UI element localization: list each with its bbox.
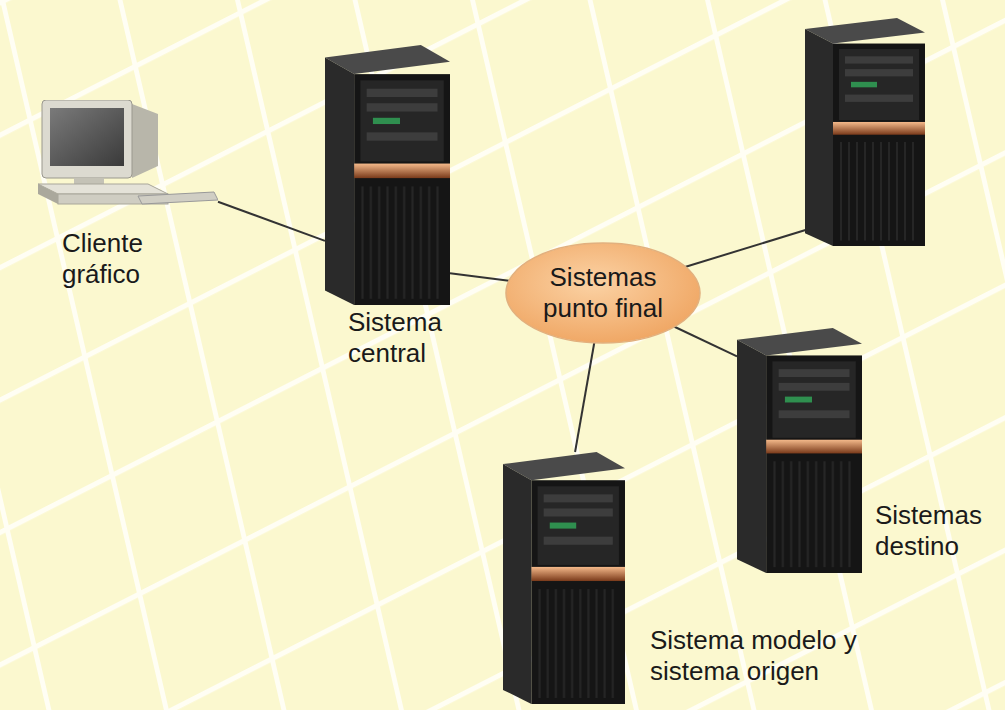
client-computer: Cliente gráfico	[38, 100, 218, 205]
server-system: Sistemas destino	[737, 328, 862, 573]
endpoint-ellipse: Sistemas punto final	[504, 241, 702, 345]
server-system: Sistema central	[325, 45, 450, 305]
node-label: Sistema central	[348, 307, 478, 369]
client-computer-shape	[38, 100, 218, 205]
server-system: Sistema modelo y sistema origen	[503, 452, 625, 704]
server-system-shape	[325, 45, 450, 305]
network-link	[575, 343, 594, 452]
node-label: Sistemas destino	[875, 500, 1000, 562]
server-system-shape	[737, 328, 862, 573]
server-tower	[805, 18, 925, 246]
network-link	[218, 202, 325, 241]
node-label: Sistemas punto final	[528, 262, 678, 324]
server-system-shape	[503, 452, 625, 704]
network-link	[685, 228, 812, 267]
node-label: Sistema modelo y sistema origen	[650, 625, 910, 687]
node-label: Cliente gráfico	[62, 228, 182, 290]
network-link	[674, 327, 737, 357]
network-link	[450, 273, 509, 281]
